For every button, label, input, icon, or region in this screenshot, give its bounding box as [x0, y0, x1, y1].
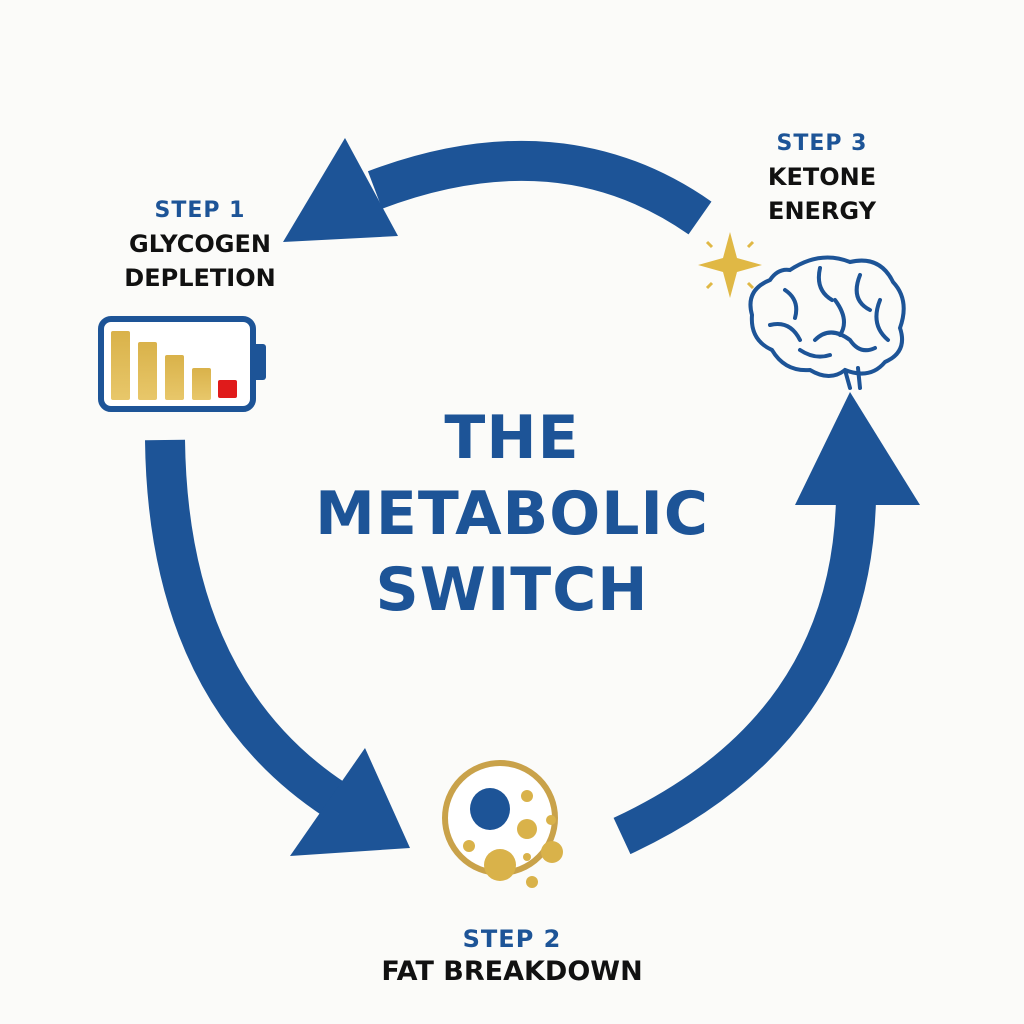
step2-name: FAT BREAKDOWN	[381, 956, 643, 987]
step1-name-line1: GLYCOGEN	[129, 230, 271, 258]
step2-label: STEP 2 FAT BREAKDOWN	[312, 925, 712, 989]
step1-name-line2: DEPLETION	[124, 264, 276, 292]
sparkle-icon	[698, 232, 762, 298]
fat-cell-icon	[442, 760, 563, 888]
arrow-step2-to-step3	[613, 392, 920, 855]
brain-icon	[748, 255, 906, 390]
arrow-step1-to-step2	[145, 439, 410, 856]
diagram-title: THE METABOLIC SWITCH	[262, 400, 762, 628]
step2-number: STEP 2	[462, 925, 562, 953]
step3-number: STEP 3	[776, 131, 868, 156]
step3-label: STEP 3 KETONE ENERGY	[722, 131, 922, 228]
step1-label: STEP 1 GLYCOGEN DEPLETION	[100, 198, 300, 295]
title-line1: THE	[444, 403, 580, 473]
title-line3: SWITCH	[375, 555, 649, 625]
step3-name-line2: ENERGY	[768, 197, 876, 225]
step1-number: STEP 1	[154, 198, 246, 223]
arrow-step3-to-step1	[283, 138, 712, 242]
battery-low-icon	[98, 316, 266, 412]
title-line2: METABOLIC	[315, 479, 709, 549]
step3-name-line1: KETONE	[767, 163, 877, 191]
